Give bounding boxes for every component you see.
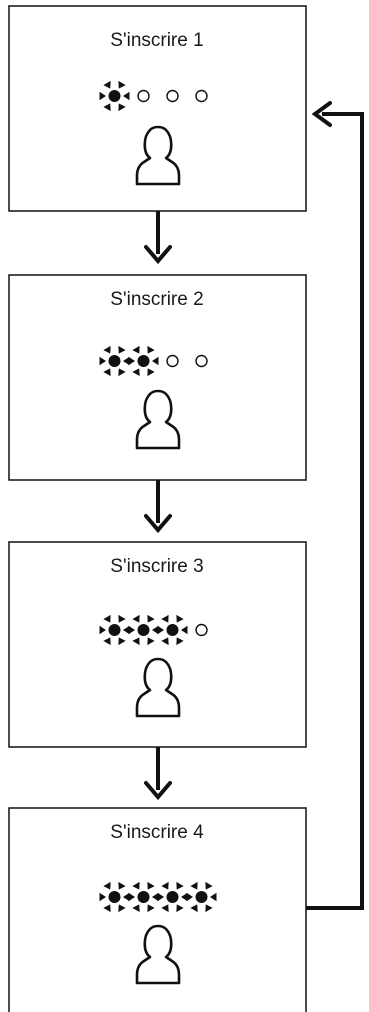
led-active xyxy=(99,345,130,377)
step-4-label: S'inscrire 4 xyxy=(110,822,204,843)
led-inactive xyxy=(166,354,179,368)
person-icon xyxy=(135,389,181,450)
led-inactive xyxy=(195,354,208,368)
led-inactive xyxy=(195,623,208,637)
person-icon xyxy=(135,657,181,718)
person-icon xyxy=(135,924,181,985)
led-inactive xyxy=(137,89,150,103)
led-active xyxy=(99,80,130,112)
person-icon xyxy=(135,125,181,186)
led-inactive xyxy=(195,89,208,103)
step-3-led-indicator xyxy=(99,614,208,646)
led-active xyxy=(99,614,130,646)
led-active xyxy=(157,614,188,646)
step-3-label: S'inscrire 3 xyxy=(110,556,203,577)
led-active xyxy=(99,881,130,913)
led-active xyxy=(128,881,159,913)
step-1: S'inscrire 1 xyxy=(8,5,307,212)
arrow-step3-to-step4 xyxy=(144,747,172,801)
step-4-led-indicator xyxy=(99,881,217,913)
step-2-label: S'inscrire 2 xyxy=(110,289,203,310)
loop-back-arrow xyxy=(306,101,364,910)
led-active xyxy=(186,881,217,913)
step-3: S'inscrire 3 xyxy=(8,541,307,748)
arrow-step1-to-step2 xyxy=(144,211,172,265)
led-active xyxy=(157,881,188,913)
led-active xyxy=(128,614,159,646)
led-active xyxy=(128,345,159,377)
step-1-led-indicator xyxy=(99,80,208,112)
step-2-led-indicator xyxy=(99,345,208,377)
step-2: S'inscrire 2 xyxy=(8,274,307,481)
step-1-label: S'inscrire 1 xyxy=(110,30,203,51)
led-inactive xyxy=(166,89,179,103)
arrow-step2-to-step3 xyxy=(144,480,172,534)
step-4: S'inscrire 4 xyxy=(8,807,307,1012)
